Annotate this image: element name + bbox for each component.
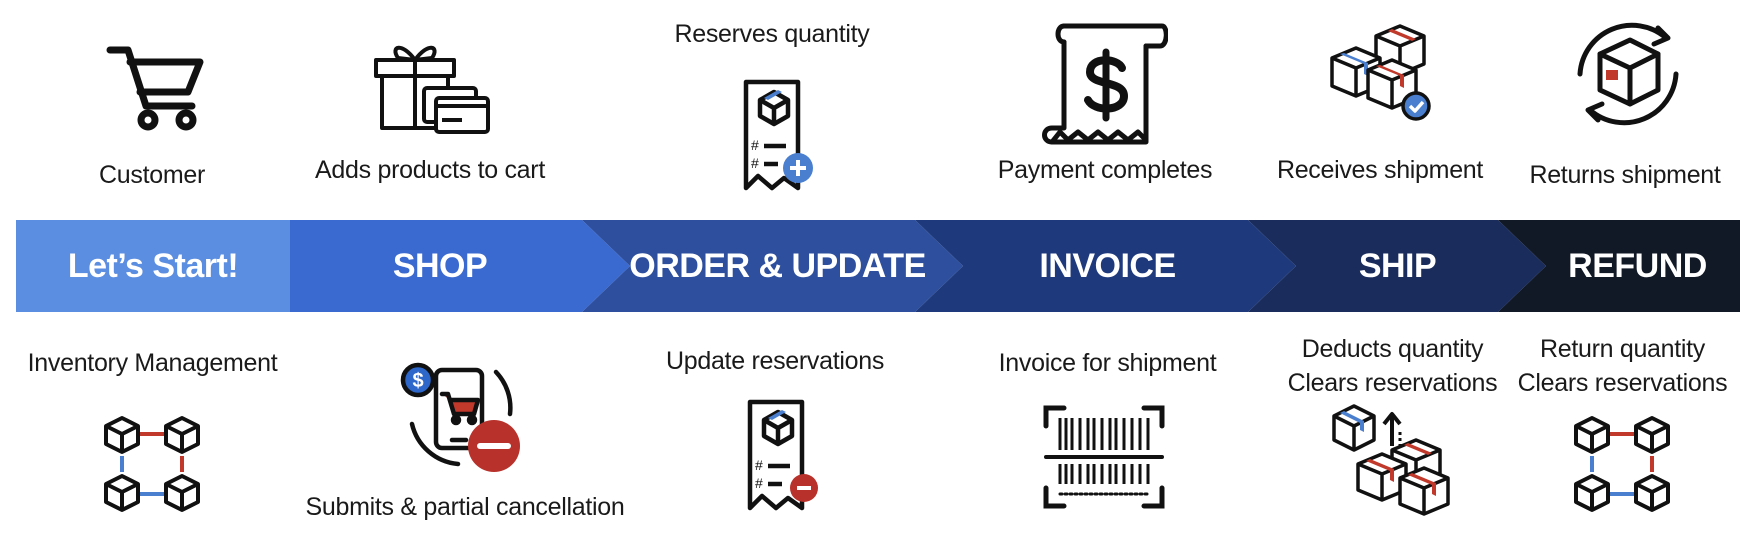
stage-ship: SHIP xyxy=(1358,247,1437,285)
cube-network-icon xyxy=(104,416,200,512)
svg-text:$: $ xyxy=(412,370,423,392)
receipt-add-icon: # # xyxy=(743,79,813,191)
stage-bg-ship xyxy=(1248,220,1546,312)
caption-clears-reservations-refund: Clears reservations xyxy=(1517,369,1728,397)
svg-text:#: # xyxy=(751,137,759,153)
cube-network-icon xyxy=(1574,416,1670,512)
caption-return-quantity: Return quantity xyxy=(1539,335,1706,363)
boxes-deduct-icon xyxy=(1332,404,1450,516)
stage-refund: REFUND xyxy=(1568,247,1707,285)
boxes-check-icon xyxy=(1330,24,1431,121)
stage-bg-start xyxy=(16,220,290,312)
barcode-icon xyxy=(1043,405,1165,509)
caption-update-reservations: Update reservations xyxy=(665,347,885,375)
caption-reserves-quantity: Reserves quantity xyxy=(674,20,870,48)
mobile-shopping-cancel-icon: $ xyxy=(400,362,520,472)
svg-text:#: # xyxy=(755,475,763,491)
svg-text:#: # xyxy=(755,457,763,473)
stage-lets-start: Let’s Start! xyxy=(67,247,239,285)
stage-order-update: ORDER & UPDATE xyxy=(629,247,926,285)
caption-submits-cancellation: Submits & partial cancellation xyxy=(305,493,625,521)
svg-text:#: # xyxy=(751,155,759,171)
caption-invoice-shipment: Invoice for shipment xyxy=(998,349,1217,377)
caption-returns-shipment: Returns shipment xyxy=(1529,161,1721,189)
caption-customer: Customer xyxy=(99,161,205,189)
caption-receives-shipment: Receives shipment xyxy=(1276,156,1484,184)
caption-inventory-management: Inventory Management xyxy=(27,349,278,377)
gift-card-icon xyxy=(374,45,490,134)
stage-bg-order xyxy=(582,220,963,312)
box-return-icon xyxy=(1577,22,1679,126)
shopping-cart-icon xyxy=(106,46,204,131)
dollar-receipt-icon xyxy=(1042,23,1168,145)
caption-adds-products: Adds products to cart xyxy=(315,156,545,184)
stage-bg-refund xyxy=(1498,220,1740,312)
stage-bg-shop xyxy=(290,220,630,312)
stage-invoice: INVOICE xyxy=(1039,247,1176,285)
caption-clears-reservations-ship: Clears reservations xyxy=(1287,369,1498,397)
receipt-remove-icon: # # xyxy=(747,399,818,511)
stage-shop: SHOP xyxy=(392,247,488,285)
caption-payment-completes: Payment completes xyxy=(997,156,1213,184)
stage-bg-invoice xyxy=(915,220,1296,312)
caption-deducts-quantity: Deducts quantity xyxy=(1301,335,1484,363)
